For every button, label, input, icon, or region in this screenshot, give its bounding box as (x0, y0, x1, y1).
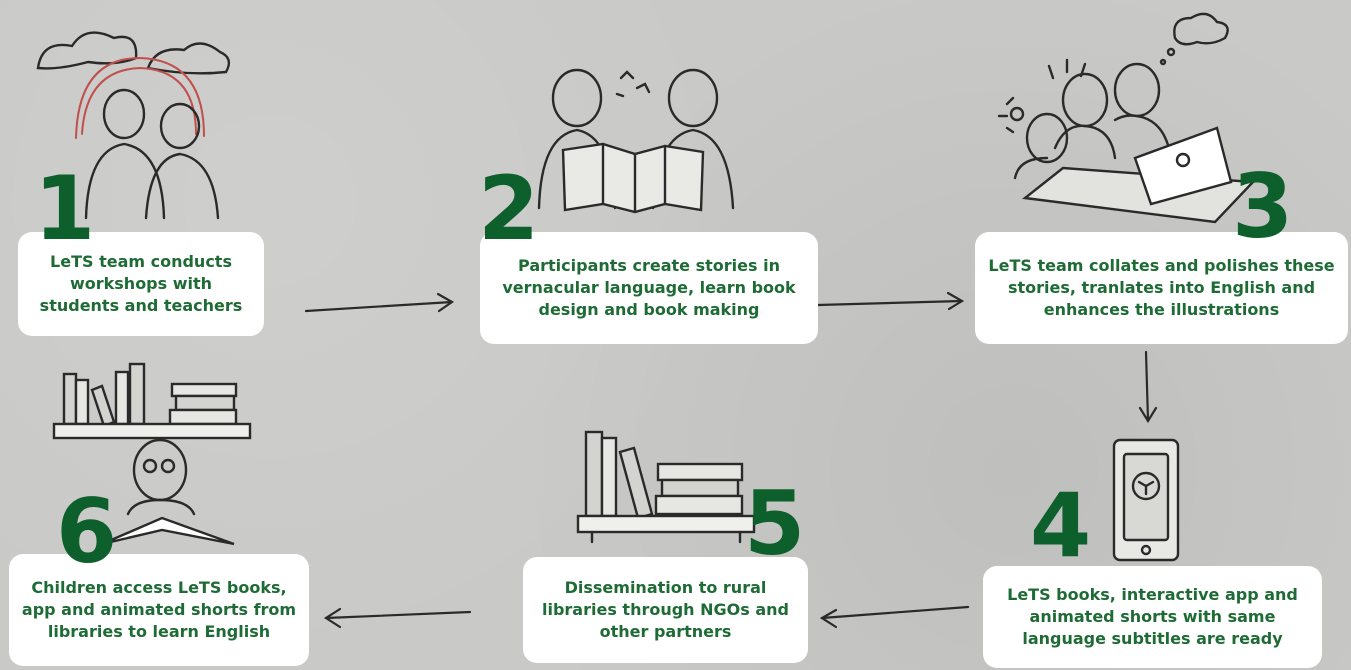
child-reading-icon (52, 362, 252, 546)
step-card-4: LeTS books, interactive app and animated… (983, 566, 1322, 668)
step-text-4: LeTS books, interactive app and animated… (1007, 585, 1298, 648)
step-number-1: 1 (34, 157, 96, 260)
step-card-1: LeTS team conducts workshops with studen… (18, 232, 264, 336)
step-text-6: Children access LeTS books, app and anim… (21, 578, 297, 641)
step-text-5: Dissemination to rural libraries through… (541, 578, 789, 641)
step-number-6: 6 (56, 480, 118, 583)
step-number-5: 5 (744, 472, 806, 575)
arrow-5-to-6 (323, 607, 472, 629)
step-number-4: 4 (1030, 474, 1092, 577)
step-card-2: Participants create stories in vernacula… (480, 232, 818, 344)
bookshelf-icon (576, 430, 756, 544)
step-card-3: LeTS team collates and polishes these st… (975, 232, 1348, 344)
arrow-4-to-5 (819, 605, 970, 629)
step-text-2: Participants create stories in vernacula… (502, 256, 796, 319)
step-card-5: Dissemination to rural libraries through… (523, 557, 808, 663)
arrow-3-to-4 (1138, 350, 1158, 424)
arrow-1-to-2 (304, 292, 455, 313)
workshop-people-icon (36, 31, 231, 220)
step-number-3: 3 (1232, 155, 1294, 258)
story-book-people-icon (537, 68, 735, 214)
step-text-3: LeTS team collates and polishes these st… (988, 256, 1335, 319)
step-number-2: 2 (478, 157, 540, 260)
team-laptop-icon (997, 12, 1256, 224)
step-card-6: Children access LeTS books, app and anim… (9, 554, 309, 666)
tablet-app-icon (1112, 438, 1180, 562)
arrow-2-to-3 (816, 291, 965, 311)
step-text-1: LeTS team conducts workshops with studen… (39, 252, 243, 315)
